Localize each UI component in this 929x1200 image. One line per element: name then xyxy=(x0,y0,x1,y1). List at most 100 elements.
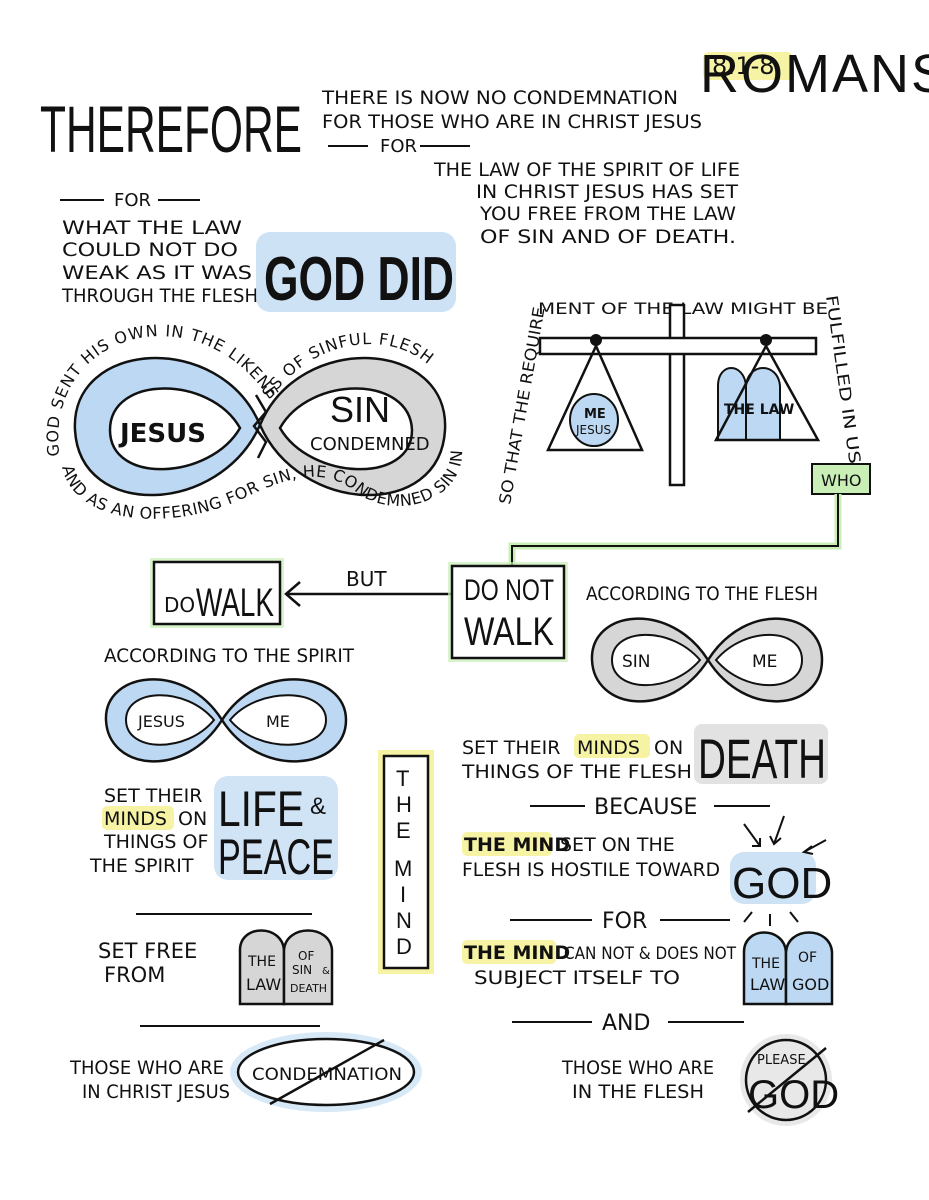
therefore-title: THEREFORE xyxy=(40,92,302,166)
life-peace-highlight xyxy=(214,776,338,880)
flesh-minds-1b: MINDS xyxy=(577,737,640,759)
svg-text:IN CHRIST JESUS HAS SET: IN CHRIST JESUS HAS SET xyxy=(476,181,738,203)
cannot-1b: CAN NOT & DOES NOT xyxy=(564,944,737,964)
spirit-minds-2a: MINDS xyxy=(104,808,167,830)
svg-text:D: D xyxy=(396,934,412,959)
balance-scale: SO THAT THE REQUIRE MENT OF THE LAW MIGH… xyxy=(495,294,871,506)
scale-pan-law: THE LAW xyxy=(724,402,794,418)
peace-label: PEACE xyxy=(218,829,334,885)
free-2: FROM xyxy=(104,963,165,987)
svg-text:&: & xyxy=(322,966,330,977)
spirit-minds-1: SET THEIR xyxy=(104,785,202,807)
svg-text:OF: OF xyxy=(798,950,817,966)
reference-highlight xyxy=(703,52,793,80)
tablets-law-of-sin-death: THE LAW OF SIN & DEATH xyxy=(238,929,334,1006)
scale-pan-jesus: JESUS xyxy=(575,423,611,437)
reference-verses: 8:1-8 xyxy=(712,52,775,80)
god-arrows xyxy=(743,815,827,926)
svg-text:WHAT THE LAW: WHAT THE LAW xyxy=(62,217,242,239)
free-1: SET FREE xyxy=(98,939,197,963)
main-infinity: JESUS SIN CONDEMNED xyxy=(73,356,447,497)
the-mind-column: T H E M I N D xyxy=(378,750,434,974)
tablets-law-of-god: THE LAW OF GOD xyxy=(742,931,834,1006)
but-label: BUT xyxy=(346,567,387,591)
spirit-infinity: JESUS ME xyxy=(104,678,348,763)
flesh-inf-sin: SIN xyxy=(622,652,651,672)
svg-text:OF SIN AND OF DEATH.: OF SIN AND OF DEATH. xyxy=(480,226,736,248)
spirit-minds-3: THINGS OF xyxy=(103,831,208,853)
svg-text:YOU FREE FROM THE LAW: YOU FREE FROM THE LAW xyxy=(479,203,736,225)
spirit-minds-2b: ON xyxy=(178,808,207,830)
flesh-minds-1a: SET THEIR xyxy=(462,737,560,759)
svg-text:THE: THE xyxy=(751,956,780,972)
infinity-jesus: JESUS xyxy=(118,419,206,449)
svg-text:OF: OF xyxy=(298,949,314,963)
cannot-please-god: PLEASE GOD xyxy=(740,1034,839,1126)
svg-text:SIN: SIN xyxy=(292,963,312,977)
spirit-those-1: THOSE WHO ARE xyxy=(69,1057,224,1079)
flesh-inf-me: ME xyxy=(752,652,777,672)
according-flesh: ACCORDING TO THE FLESH xyxy=(586,583,818,605)
flesh-minds-2: THINGS OF THE FLESH xyxy=(461,761,692,783)
svg-text:GOD: GOD xyxy=(792,975,829,994)
svg-text:I: I xyxy=(400,882,406,907)
cannot-1a: THE MIND xyxy=(464,942,570,964)
and-label: AND xyxy=(602,1011,650,1036)
infinity-condemned: CONDEMNED xyxy=(310,434,430,455)
scale-beam xyxy=(538,336,818,356)
svg-text:H: H xyxy=(396,792,412,817)
svg-text:THROUGH THE FLESH: THROUGH THE FLESH xyxy=(61,285,258,307)
svg-text:LAW: LAW xyxy=(246,975,281,994)
who-label: WHO xyxy=(821,471,861,490)
svg-text:THE LAW OF THE SPIRIT OF LIFE: THE LAW OF THE SPIRIT OF LIFE xyxy=(433,159,740,181)
spirit-minds-highlight xyxy=(102,806,174,830)
no-condemnation: CONDEMNATION xyxy=(230,1032,422,1112)
svg-text:WEAK AS IT WAS: WEAK AS IT WAS xyxy=(62,262,252,284)
svg-text:GOD: GOD xyxy=(748,1073,839,1117)
death-highlight xyxy=(694,724,828,784)
do-not-walk-box: DO NOT WALK xyxy=(448,562,568,662)
god-did-for: FOR xyxy=(114,190,151,211)
svg-text:N: N xyxy=(396,908,412,933)
do-not-walk-label: WALK xyxy=(464,610,554,654)
svg-text:T: T xyxy=(396,766,409,791)
svg-text:M: M xyxy=(394,856,412,881)
reference-book: ROMANS xyxy=(700,44,929,104)
spirit-inf-jesus: JESUS xyxy=(137,712,185,731)
intro-line-1: THERE IS NOW NO CONDEMNATION xyxy=(321,87,678,109)
svg-text:E: E xyxy=(396,818,411,843)
reference: 8:1-8 ROMANS xyxy=(700,44,929,104)
law-of-spirit-text: THE LAW OF THE SPIRIT OF LIFE IN CHRIST … xyxy=(433,159,740,248)
flesh-minds-1c: ON xyxy=(654,737,683,759)
svg-text:DEATH: DEATH xyxy=(290,982,327,995)
hostile-2: FLESH IS HOSTILE TOWARD xyxy=(462,859,720,881)
do-not-label: DO NOT xyxy=(464,574,554,607)
cannot-2: SUBJECT ITSELF TO xyxy=(474,967,680,989)
according-spirit: ACCORDING TO THE SPIRIT xyxy=(104,645,354,667)
because-label: BECAUSE xyxy=(594,795,697,820)
condemnation-label: CONDEMNATION xyxy=(252,1065,402,1085)
who-box xyxy=(811,463,871,495)
amp-label: & xyxy=(310,793,326,820)
flesh-those-2: IN THE FLESH xyxy=(572,1081,704,1103)
spirit-inf-me: ME xyxy=(266,712,290,731)
intro-for: FOR xyxy=(380,136,417,157)
minds-highlight xyxy=(574,734,650,758)
scale-post xyxy=(668,303,686,487)
flesh-infinity: SIN ME xyxy=(590,617,824,703)
walk-label: WALK xyxy=(196,581,274,625)
the-mind-highlight-2 xyxy=(462,940,556,964)
scale-pan-me: ME xyxy=(584,407,606,422)
life-label: LIFE xyxy=(218,781,304,837)
hostile-1b: SET ON THE xyxy=(560,834,675,856)
svg-text:COULD NOT DO: COULD NOT DO xyxy=(62,239,238,261)
spirit-minds-4: THE SPIRIT xyxy=(89,855,194,877)
spirit-those-2: IN CHRIST JESUS xyxy=(82,1081,230,1103)
death-label: DEATH xyxy=(698,727,826,790)
flesh-those-1: THOSE WHO ARE xyxy=(561,1057,714,1079)
intro-line-2: FOR THOSE WHO ARE IN CHRIST JESUS xyxy=(322,111,702,133)
svg-text:LAW: LAW xyxy=(750,975,785,994)
law-weak-text: WHAT THE LAW COULD NOT DO WEAK AS IT WAS… xyxy=(61,217,258,307)
